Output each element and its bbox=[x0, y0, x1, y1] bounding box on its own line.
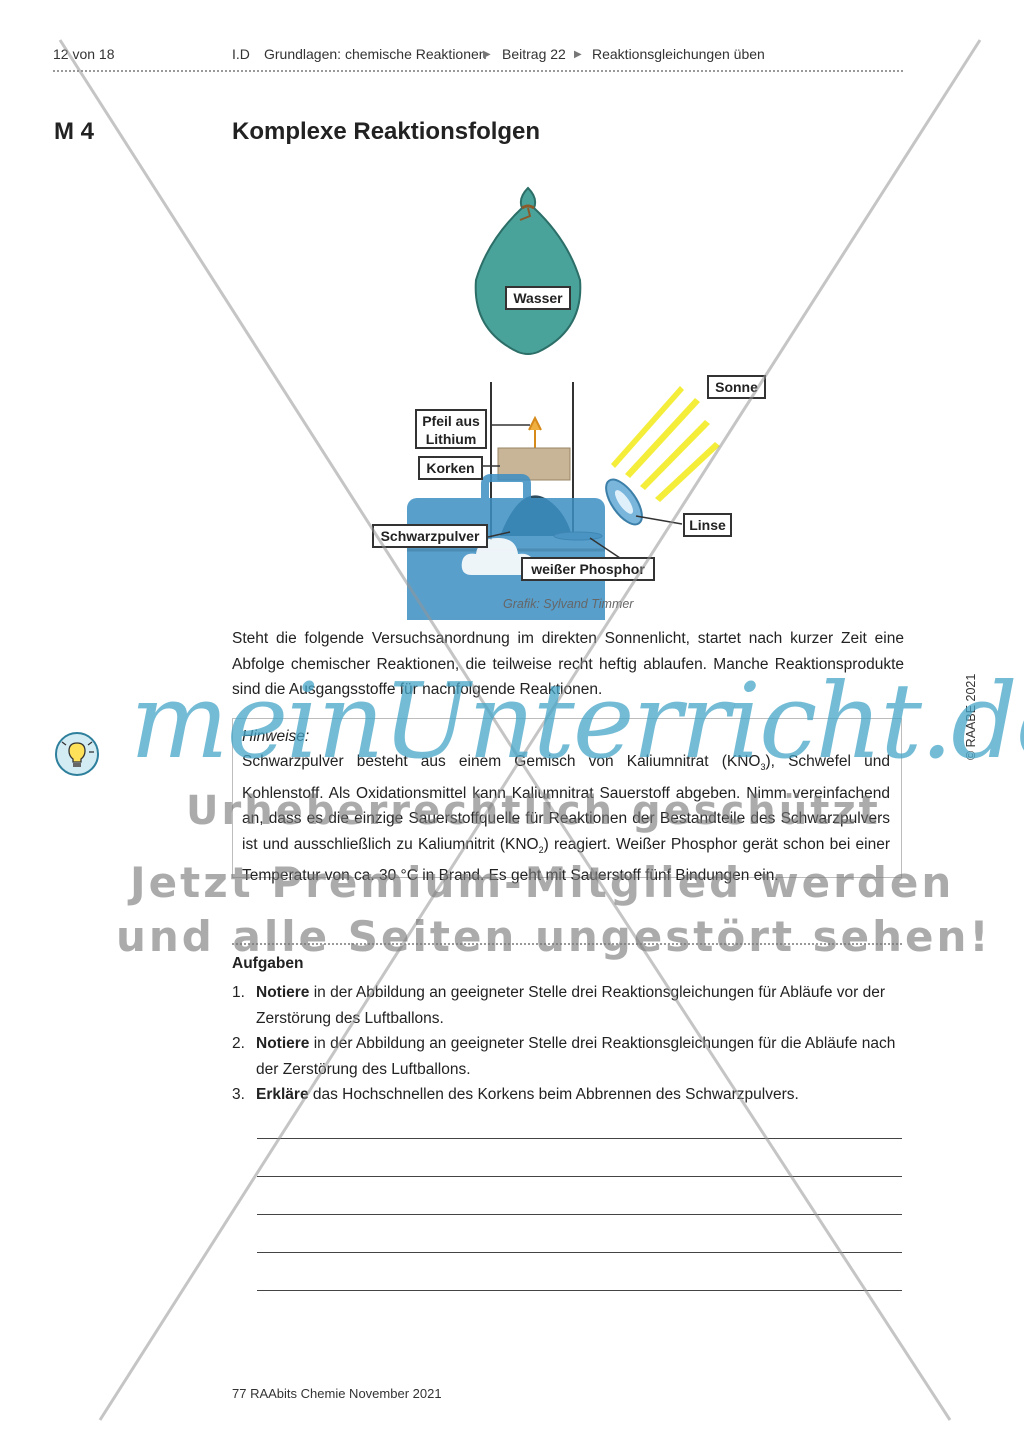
watermark-line-1: Urheberrechtlich geschützt bbox=[186, 788, 881, 834]
figure-credit: Grafik: Sylvand Timmer bbox=[503, 597, 634, 611]
header-divider bbox=[53, 70, 903, 72]
breadcrumb-separator: ▶ bbox=[483, 49, 491, 60]
experiment-figure bbox=[407, 186, 720, 620]
task-item: 3. Erkläre das Hochschnellen des Korkens… bbox=[232, 1082, 904, 1108]
breadcrumb-2: Beitrag 22 bbox=[502, 46, 566, 62]
label-schwarzpulver: Schwarzpulver bbox=[372, 524, 488, 548]
task-number: 3. bbox=[232, 1086, 245, 1103]
label-phosphor: weißer Phosphor bbox=[521, 557, 655, 581]
footer-text: 77 RAAbits Chemie November 2021 bbox=[232, 1386, 442, 1401]
watermark-line-3: und alle Seiten ungestört sehen! bbox=[116, 912, 992, 961]
page-number: 12 von 18 bbox=[53, 46, 115, 62]
task-verb: Notiere bbox=[256, 984, 310, 1001]
breadcrumb-3: Reaktionsgleichungen üben bbox=[592, 46, 765, 62]
label-sonne: Sonne bbox=[707, 375, 766, 399]
task-number: 2. bbox=[232, 1035, 245, 1052]
task-verb: Notiere bbox=[256, 1035, 310, 1052]
watermark-line-2: Jetzt Premium-Mitglied werden bbox=[130, 858, 955, 907]
task-item: 1. Notiere in der Abbildung an geeignete… bbox=[232, 980, 904, 1031]
answer-line[interactable] bbox=[257, 1290, 902, 1291]
task-text: in der Abbildung an geeigneter Stelle dr… bbox=[256, 984, 886, 1027]
answer-line[interactable] bbox=[257, 1176, 902, 1177]
label-pfeil-line-1: Pfeil aus bbox=[422, 413, 480, 429]
material-label: M 4 bbox=[54, 118, 95, 145]
watermark-script: meinUnterricht.de bbox=[130, 660, 1024, 782]
task-text: das Hochschnellen des Korkens beim Abbre… bbox=[308, 1086, 799, 1103]
task-item: 2. Notiere in der Abbildung an geeignete… bbox=[232, 1031, 904, 1082]
answer-line[interactable] bbox=[257, 1214, 902, 1215]
label-korken: Korken bbox=[418, 456, 483, 480]
label-wasser: Wasser bbox=[505, 286, 571, 310]
task-verb: Erkläre bbox=[256, 1086, 309, 1103]
breadcrumb-separator: ▶ bbox=[574, 49, 582, 60]
task-number: 1. bbox=[232, 984, 245, 1001]
label-linse: Linse bbox=[683, 513, 732, 537]
label-pfeil-lithium: Pfeil aus Lithium bbox=[415, 409, 487, 449]
page-title: Komplexe Reaktionsfolgen bbox=[232, 118, 541, 145]
label-pfeil-line-2: Lithium bbox=[425, 431, 477, 447]
lightbulb-icon bbox=[54, 731, 100, 777]
sun-rays-icon bbox=[611, 386, 720, 502]
balloon-icon bbox=[474, 186, 582, 355]
task-text: in der Abbildung an geeigneter Stelle dr… bbox=[256, 1035, 896, 1078]
breadcrumb-1: Grundlagen: chemische Reaktionen bbox=[264, 46, 487, 62]
lens-icon bbox=[605, 478, 643, 526]
section-code: I.D bbox=[232, 46, 250, 62]
answer-line[interactable] bbox=[257, 1138, 902, 1139]
answer-line[interactable] bbox=[257, 1252, 902, 1253]
